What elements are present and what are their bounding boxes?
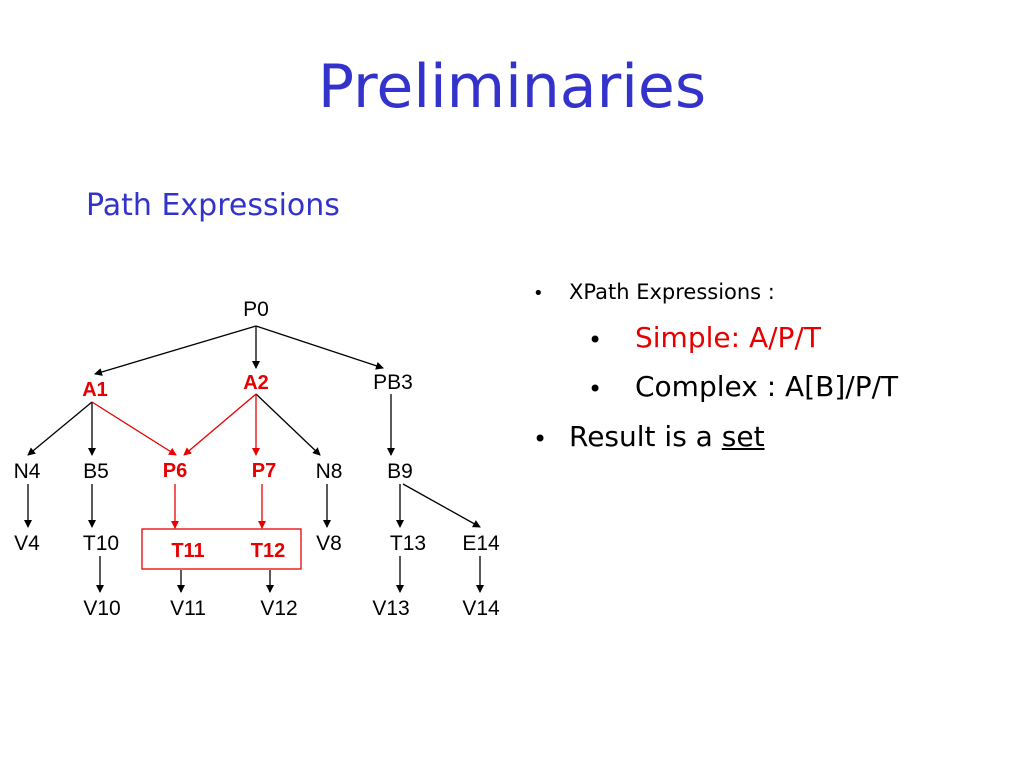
edge-a2-n8 <box>255 393 321 456</box>
slide-subtitle: Path Expressions <box>86 188 340 223</box>
bullet-complex: Complex : A[B]/P/T <box>635 370 899 403</box>
node-p6: P6 <box>163 460 187 482</box>
node-p0: P0 <box>243 298 269 321</box>
bullet-marker: • <box>588 326 603 354</box>
bullet-marker: • <box>533 425 548 453</box>
node-v13: V13 <box>372 597 409 620</box>
bullet-result: Result is a set <box>569 420 765 453</box>
node-b5: B5 <box>83 460 109 483</box>
node-pb3: PB3 <box>373 371 413 394</box>
node-p7: P7 <box>252 460 276 482</box>
result-set-box <box>141 528 302 570</box>
bullet-marker: • <box>533 283 544 304</box>
node-b9: B9 <box>387 460 413 483</box>
node-v4: V4 <box>14 532 40 555</box>
bullet-simple: Simple: A/P/T <box>635 321 821 354</box>
edge-a1-p6 <box>91 401 177 456</box>
bullet-xpath-expressions: XPath Expressions : <box>569 280 775 304</box>
node-t13: T13 <box>390 532 426 555</box>
node-e14: E14 <box>462 532 500 555</box>
node-v14: V14 <box>462 597 500 620</box>
node-t12: T12 <box>251 540 285 562</box>
edge-b9-e14 <box>402 483 481 528</box>
node-n8: N8 <box>316 460 343 483</box>
edge-p0-a1 <box>94 325 257 376</box>
node-t11: T11 <box>171 540 204 562</box>
node-t10: T10 <box>83 532 119 555</box>
node-a2: A2 <box>243 372 269 394</box>
bullet-marker: • <box>588 375 603 403</box>
edge-a2-p6 <box>183 393 257 456</box>
edge-a1-n4 <box>27 401 93 456</box>
node-v11: V11 <box>170 597 206 620</box>
bullet-result-set: set <box>721 420 765 453</box>
node-v8: V8 <box>316 532 342 555</box>
node-v12: V12 <box>260 597 297 620</box>
edge-p0-pb3 <box>255 325 384 370</box>
node-a1: A1 <box>82 379 108 401</box>
bullet-result-text: Result is a <box>569 420 722 453</box>
slide-title: Preliminaries <box>317 52 707 122</box>
node-v10: V10 <box>83 597 120 620</box>
node-n4: N4 <box>14 460 41 483</box>
